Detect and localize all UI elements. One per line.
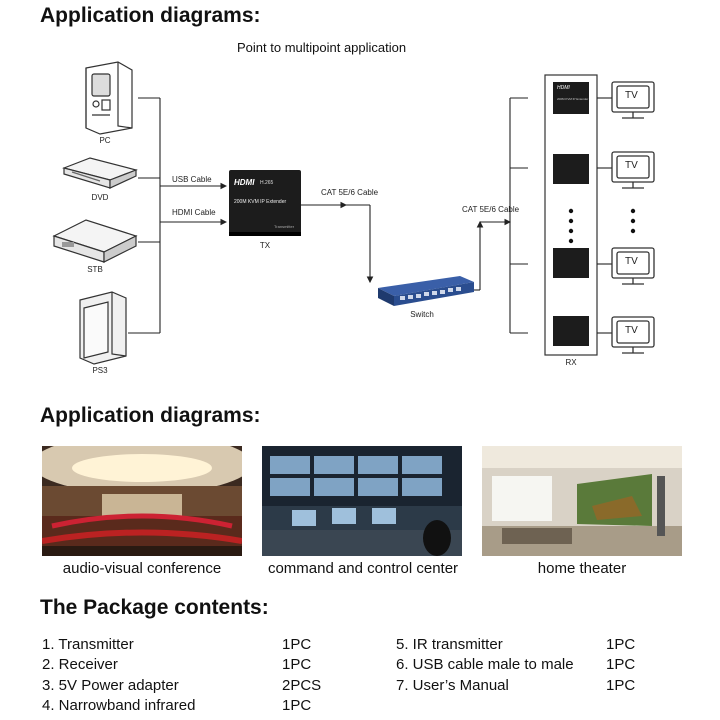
tv-ellipsis (630, 208, 636, 234)
network-switch (378, 276, 474, 306)
tv-label: TV (625, 256, 638, 267)
package-item: 5. IR transmitter (396, 636, 503, 653)
switch-rx-line (474, 97, 528, 334)
tx-label: TX (259, 241, 271, 250)
tv-label: TV (625, 160, 638, 171)
package-qty: 1PC (606, 656, 636, 673)
tx-transmitter (229, 170, 301, 236)
package-qty: 2PCS (282, 677, 322, 694)
package-qty: 1PC (606, 636, 636, 653)
diagram-subtitle: Point to multipoint application (237, 40, 407, 55)
package-qty: 1PC (282, 656, 312, 673)
rx-unit-brand: HDMI (557, 85, 570, 91)
home-theater-photo (482, 446, 682, 556)
control-center-photo (262, 446, 462, 556)
tv-label: TV (625, 90, 638, 101)
heading-package-contents: The Package contents: (40, 596, 269, 619)
source-bus-lines (128, 97, 228, 334)
pc-tower-icon (85, 61, 133, 135)
package-item: 1. Transmitter (42, 636, 134, 653)
rx-ellipsis (568, 208, 574, 244)
usb-cable-label: USB Cable (172, 175, 212, 184)
switch-label: Switch (410, 310, 434, 319)
cat-cable-label-right: CAT 5E/6 Cable (462, 205, 520, 214)
package-qty: 1PC (606, 677, 636, 694)
caption-audio-visual: audio-visual conference (62, 560, 222, 577)
package-item: 4. Narrowband infrared (42, 697, 196, 714)
set-top-box-icon (52, 219, 138, 263)
tx-small-text: Transmitter (274, 224, 295, 229)
rx-unit-model: 200M KVM IP Extender (557, 97, 589, 101)
tx-brand: HDMI (234, 178, 255, 187)
package-qty: 1PC (282, 697, 312, 714)
source-label-stb: STB (87, 265, 103, 274)
connection-diagram (52, 61, 655, 365)
package-item: 3. 5V Power adapter (42, 677, 179, 694)
tx-switch-line (301, 201, 374, 284)
game-console-icon (79, 291, 127, 365)
caption-command-center: command and control center (267, 560, 459, 577)
conference-hall-photo (42, 446, 242, 556)
cat-cable-label-left: CAT 5E/6 Cable (321, 188, 379, 197)
heading-application-diagrams: Application diagrams: (40, 4, 261, 27)
rx-label: RX (565, 358, 577, 367)
heading-application-scenarios: Application diagrams: (40, 404, 261, 427)
source-label-dvd: DVD (91, 193, 109, 202)
source-label-ps3: PS3 (92, 366, 108, 375)
package-item: 7. User’s Manual (396, 677, 509, 694)
package-item: 2. Receiver (42, 656, 118, 673)
tx-brand-sub: H.265 (260, 180, 274, 186)
tx-model: 200M KVM IP Extender (234, 199, 287, 205)
rx-rack (544, 74, 598, 356)
package-qty: 1PC (282, 636, 312, 653)
hdmi-cable-label: HDMI Cable (172, 208, 216, 217)
tv-icon (611, 81, 655, 354)
caption-home-theater: home theater (537, 560, 627, 577)
source-label-pc: PC (99, 136, 111, 145)
package-item: 6. USB cable male to male (396, 656, 574, 673)
rx-tv-lines (597, 97, 612, 334)
tv-label: TV (625, 325, 638, 336)
rx-unit (553, 82, 589, 346)
dvd-player-icon (62, 157, 138, 189)
